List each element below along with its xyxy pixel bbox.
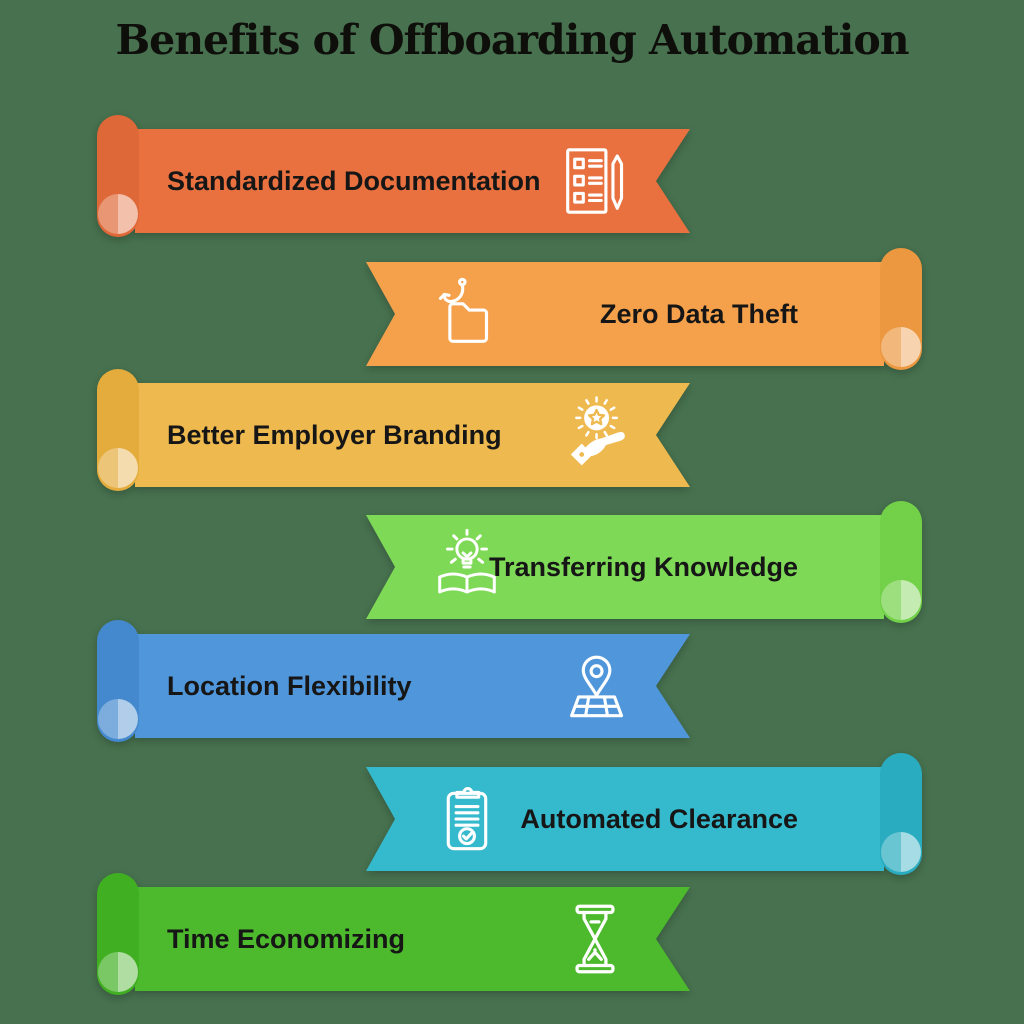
folder-hook-icon [428, 270, 506, 358]
ribbon-band: Transferring Knowledge [366, 515, 884, 619]
curl-highlight [98, 952, 138, 992]
ribbon-band: Standardized Documentation [135, 129, 690, 233]
ribbon-band: Time Economizing [135, 887, 690, 991]
hand-star-icon [556, 391, 634, 479]
ribbon-scroll-curl [97, 620, 139, 742]
benefit-ribbon-standardized-documentation: Standardized Documentation [0, 115, 1024, 237]
ribbon-band: Better Employer Branding [135, 383, 690, 487]
ribbon-scroll-curl [97, 873, 139, 995]
page-title: Benefits of Offboarding Automation [115, 16, 909, 64]
curl-highlight [98, 194, 138, 234]
ribbon-band: Automated Clearance [366, 767, 884, 871]
curl-highlight [881, 580, 921, 620]
ribbon-scroll-curl [880, 248, 922, 370]
benefit-ribbon-time-economizing: Time Economizing [0, 873, 1024, 995]
benefit-label: Zero Data Theft [599, 298, 798, 329]
benefit-label: Location Flexibility [167, 670, 412, 701]
ribbon-scroll-curl [880, 753, 922, 875]
benefit-label: Time Economizing [167, 923, 406, 954]
benefit-ribbon-transferring-knowledge: Transferring Knowledge [0, 501, 1024, 623]
ribbon-band: Location Flexibility [135, 634, 690, 738]
benefit-label: Automated Clearance [520, 803, 798, 834]
benefit-ribbon-better-employer-branding: Better Employer Branding [0, 369, 1024, 491]
curl-highlight [98, 699, 138, 739]
ribbon-band: Zero Data Theft [366, 262, 884, 366]
curl-highlight [98, 448, 138, 488]
hourglass-icon [556, 895, 634, 983]
bulb-book-icon [428, 523, 506, 611]
clipboard-check-icon [428, 775, 506, 863]
benefit-ribbon-automated-clearance: Automated Clearance [0, 753, 1024, 875]
checklist-pen-icon [556, 137, 634, 225]
ribbon-scroll-curl [97, 369, 139, 491]
map-pin-icon [556, 642, 634, 730]
curl-highlight [881, 327, 921, 367]
ribbon-scroll-curl [880, 501, 922, 623]
benefit-label: Transferring Knowledge [488, 551, 798, 582]
benefit-label: Better Employer Branding [167, 419, 502, 450]
benefit-label: Standardized Documentation [167, 165, 541, 196]
benefit-ribbon-location-flexibility: Location Flexibility [0, 620, 1024, 742]
benefit-ribbon-zero-data-theft: Zero Data Theft [0, 248, 1024, 370]
curl-highlight [881, 832, 921, 872]
ribbon-scroll-curl [97, 115, 139, 237]
